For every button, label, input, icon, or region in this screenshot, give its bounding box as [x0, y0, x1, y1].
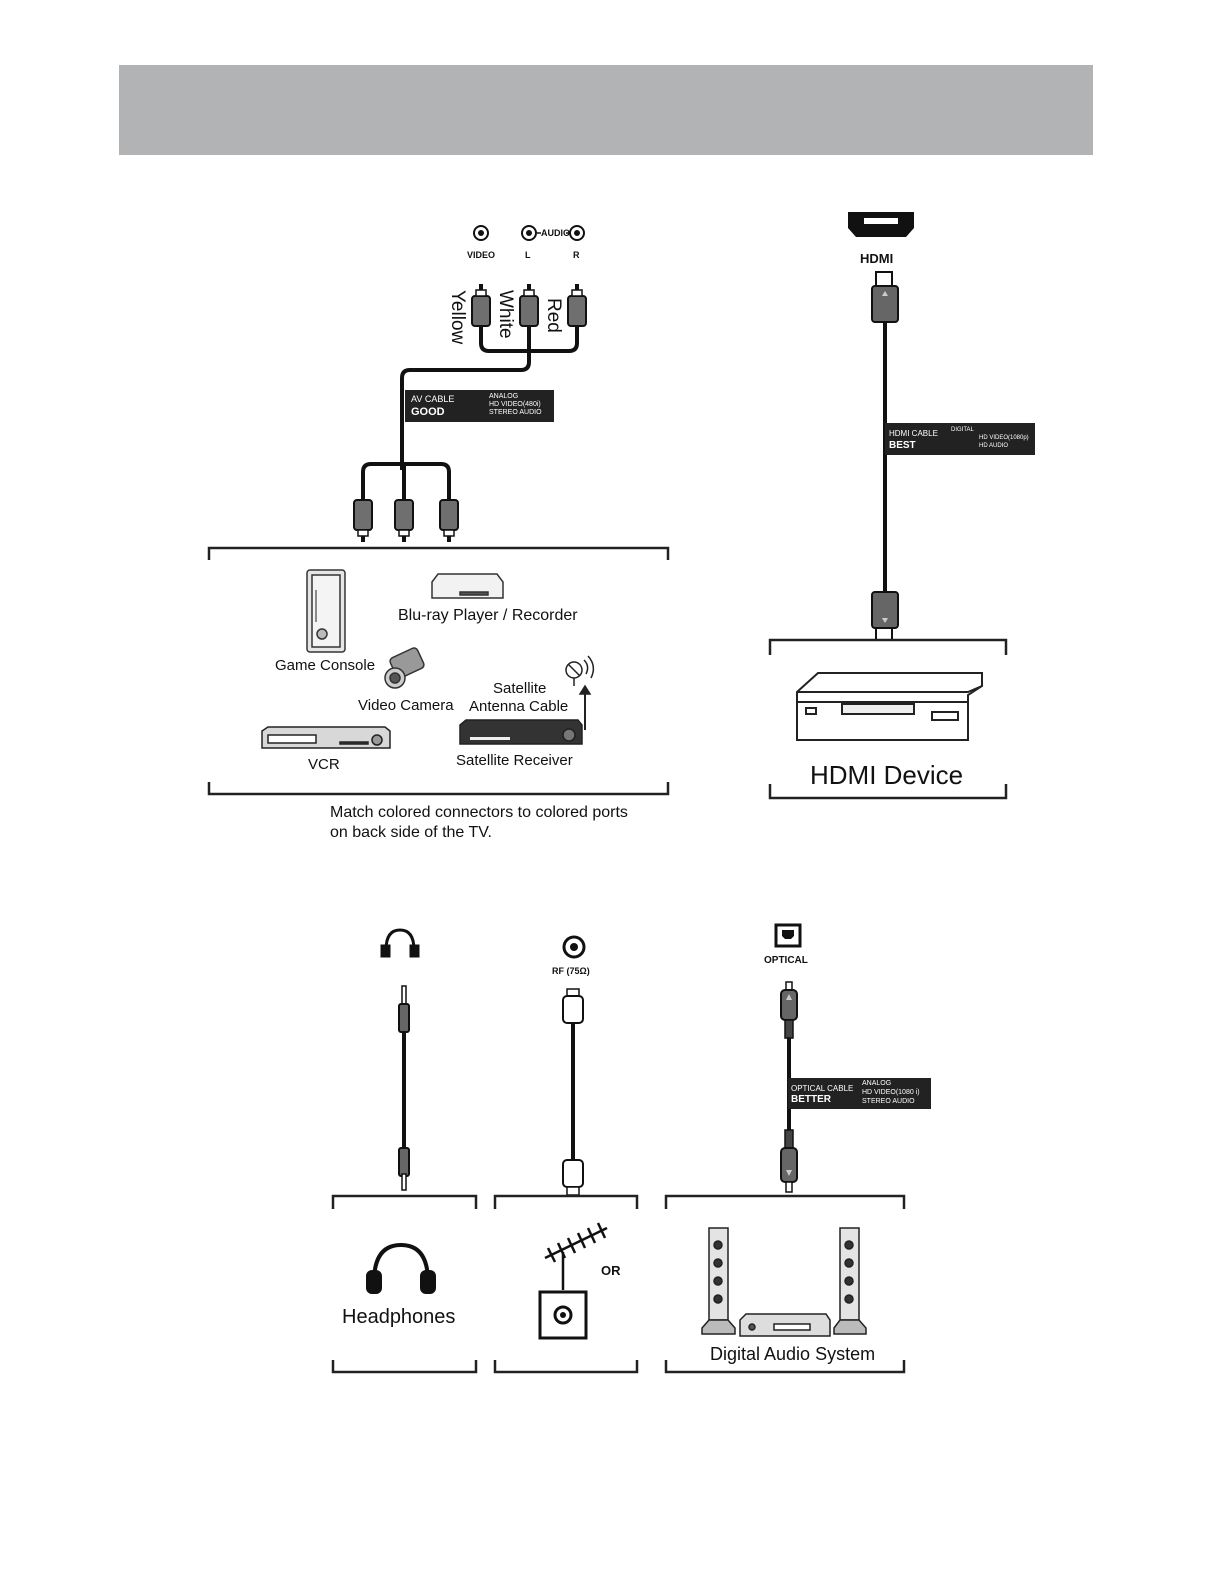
av-device-bracket	[207, 546, 670, 796]
satellite-dish-icon	[565, 655, 595, 730]
hdmi-device-icon	[796, 672, 983, 741]
hdmi-device-bracket	[768, 638, 1008, 800]
optical-cable-name: OPTICAL CABLE	[791, 1084, 854, 1093]
video-camera-icon	[384, 647, 425, 689]
optical-cable-tag: OPTICAL CABLE BETTER ANALOG HD VIDEO(108…	[788, 1078, 931, 1109]
hdmi-cable-name: HDMI CABLE	[889, 429, 938, 438]
av-top-connectors	[471, 283, 587, 327]
av-cable-spec3: STEREO AUDIO	[489, 409, 542, 416]
hdmi-cable-spec3: HD AUDIO	[979, 443, 1009, 449]
rf-connector-top	[562, 988, 584, 1024]
header-band	[119, 65, 1093, 155]
optical-cable-rating: BETTER	[791, 1094, 831, 1105]
hdmi-cable-spec1: DIGITAL	[951, 427, 974, 433]
headphone-jack-bottom	[398, 1147, 410, 1191]
hdmi-port-label: HDMI	[860, 251, 894, 266]
satellite-receiver-label: Satellite Receiver	[456, 752, 573, 769]
bluray-player-icon	[431, 573, 504, 599]
optical-cable-spec1: ANALOG	[862, 1080, 892, 1087]
hdmi-top-connector	[871, 271, 899, 323]
digital-audio-label: Digital Audio System	[710, 1344, 876, 1364]
av-cable-spec1: ANALOG	[489, 393, 519, 400]
rf-port-label: RF (75Ω)	[552, 966, 590, 976]
headphone-device-bracket	[331, 1194, 478, 1374]
av-cable-spec2: HD VIDEO(480i)	[489, 401, 541, 408]
video-camera-label: Video Camera	[358, 697, 454, 714]
av-cable-name: AV CABLE	[411, 394, 455, 404]
wall-outlet-icon	[538, 1290, 588, 1340]
av-note-line1: Match colored connectors to colored port…	[330, 804, 628, 821]
optical-port-label: OPTICAL	[764, 955, 808, 966]
optical-cable-spec2: HD VIDEO(1080 i)	[862, 1089, 920, 1096]
hdmi-port-icon	[848, 212, 914, 237]
rf-connector-bottom	[562, 1159, 584, 1196]
audio-port-label: AUDIO	[541, 228, 570, 238]
hdmi-bottom-connector	[871, 591, 899, 641]
audio-receiver-icon	[739, 1313, 831, 1337]
yellow-connector-label: Yellow	[447, 290, 468, 345]
bluray-label: Blu-ray Player / Recorder	[398, 607, 578, 624]
white-connector-label: White	[495, 290, 516, 339]
speaker-right-icon	[833, 1227, 867, 1335]
game-console-label: Game Console	[275, 657, 376, 674]
vcr-label: VCR	[308, 756, 340, 773]
speaker-left-icon	[701, 1227, 736, 1335]
game-console-icon	[306, 569, 346, 653]
optical-cable-spec3: STEREO AUDIO	[862, 1098, 915, 1105]
av-bottom-connectors	[353, 499, 459, 543]
headphone-jack-top	[398, 985, 410, 1033]
hdmi-cable-rating: BEST	[889, 440, 916, 451]
optical-device-bracket	[664, 1194, 906, 1374]
av-note-line2: on back side of the TV.	[330, 824, 492, 841]
satellite-label: Satellite	[493, 680, 547, 697]
right-port-label: R	[573, 250, 580, 260]
optical-port-icon	[774, 923, 802, 948]
hdmi-cable-spec2: HD VIDEO(1080p)	[979, 435, 1029, 441]
left-port-label: L	[525, 250, 531, 260]
vcr-icon	[261, 726, 391, 749]
av-cable-rating: GOOD	[411, 406, 445, 418]
antenna-icon	[544, 1222, 608, 1290]
headphone-port-icon	[380, 928, 420, 958]
optical-connector-top	[780, 981, 798, 1039]
av-cable	[361, 326, 579, 500]
rf-device-bracket	[493, 1194, 639, 1374]
or-label: OR	[601, 1263, 621, 1278]
hdmi-device-label: HDMI Device	[810, 760, 964, 790]
video-port-label: VIDEO	[467, 250, 496, 260]
optical-connector-bottom	[780, 1129, 798, 1193]
headphones-icon	[366, 1242, 436, 1294]
av-ports	[473, 225, 585, 241]
headphones-label: Headphones	[342, 1306, 456, 1328]
satellite-receiver-icon	[459, 719, 583, 745]
red-connector-label: Red	[543, 298, 564, 333]
rf-port-icon	[562, 935, 586, 959]
antenna-cable-label: Antenna Cable	[469, 698, 569, 715]
hdmi-cable-tag: HDMI CABLE BEST DIGITAL HD VIDEO(1080p) …	[885, 423, 1035, 455]
av-cable-tag: AV CABLE GOOD ANALOG HD VIDEO(480i) STER…	[405, 390, 554, 422]
